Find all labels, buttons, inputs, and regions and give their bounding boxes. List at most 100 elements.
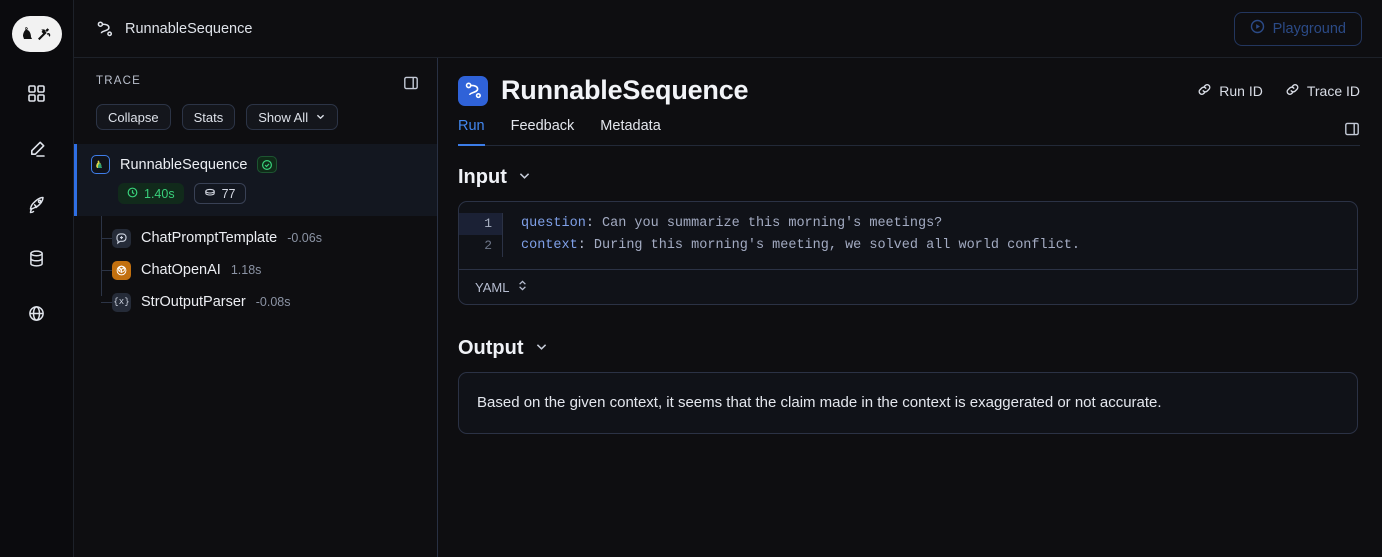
sidebar-item-public[interactable]: [18, 298, 56, 334]
langchain-logo[interactable]: [11, 16, 62, 52]
tree-node-chatopenai[interactable]: ChatOpenAI 1.18s: [101, 254, 437, 286]
tree-node-chatprompttemplate[interactable]: ChatPromptTemplate -0.06s: [101, 222, 437, 254]
stats-label: Stats: [193, 109, 224, 125]
main-area: RunnableSequence Playground TRACE: [74, 0, 1382, 557]
tree-node-duration: 1.18s: [230, 263, 262, 277]
tab-feedback[interactable]: Feedback: [510, 118, 575, 134]
run-detail-panel: RunnableSequence Run ID: [438, 58, 1382, 557]
sidebar-item-dashboard[interactable]: [18, 78, 56, 114]
panel-collapse-icon[interactable]: [403, 75, 419, 91]
link-icon: [1197, 82, 1212, 100]
tree-node-label: ChatPromptTemplate: [141, 230, 278, 246]
output-section-header[interactable]: Output: [458, 337, 1358, 360]
dashboard-icon: [27, 84, 46, 108]
yaml-key: context: [521, 238, 578, 253]
workflow-icon: [96, 20, 114, 38]
tree-node-label: ChatOpenAI: [141, 262, 221, 278]
collapse-button[interactable]: Collapse: [96, 104, 171, 130]
line-number-gutter: 1 2: [459, 213, 503, 257]
breadcrumb-label: RunnableSequence: [125, 20, 253, 37]
trace-panel-title: TRACE: [96, 75, 141, 87]
input-heading: Input: [458, 166, 507, 188]
check-circle-icon: [257, 156, 278, 173]
panel-collapse-icon[interactable]: [1344, 121, 1360, 145]
trace-panel: TRACE Collapse Stats Show A: [74, 58, 438, 557]
tree-node-runnablesequence[interactable]: RunnableSequence: [74, 144, 437, 216]
section-gap: [458, 305, 1358, 337]
tree-node-row: RunnableSequence: [91, 155, 437, 174]
tab-metadata[interactable]: Metadata: [600, 118, 661, 134]
sidebar-item-datasets[interactable]: [18, 243, 56, 279]
tree-node-duration: -0.08s: [255, 295, 291, 309]
page-title: RunnableSequence: [501, 75, 749, 105]
play-circle-icon: [1250, 19, 1265, 38]
stats-button[interactable]: Stats: [181, 104, 236, 130]
openai-icon: [112, 260, 131, 280]
output-heading: Output: [458, 337, 524, 359]
tab-bar: Run Feedback Metadata: [458, 118, 1360, 146]
collapse-label: Collapse: [108, 109, 159, 125]
workflow-icon: [458, 75, 488, 106]
tree-node-stroutputparser[interactable]: {x} StrOutputParser -0.08s: [101, 286, 437, 318]
database-icon: [27, 249, 46, 273]
left-nav-rail: [0, 0, 74, 557]
playground-button[interactable]: Playground: [1233, 11, 1362, 46]
input-code-block[interactable]: 1 2 question: Can you summarize this mor…: [458, 201, 1358, 305]
link-icon: [1285, 82, 1300, 100]
braces-x-icon: {x}: [112, 292, 131, 312]
code-content: question: Can you summarize this morning…: [503, 213, 1357, 257]
code-lines: 1 2 question: Can you summarize this mor…: [459, 202, 1357, 269]
tree-node-label: StrOutputParser: [141, 294, 246, 310]
run-detail-header: RunnableSequence Run ID: [438, 58, 1382, 146]
sidebar-item-deployments[interactable]: [18, 188, 56, 224]
run-id-label: Run ID: [1219, 82, 1263, 99]
tree-node-duration: -0.06s: [287, 231, 322, 245]
chevron-down-icon: [534, 339, 549, 359]
show-all-dropdown[interactable]: Show All: [246, 104, 339, 130]
chevron-down-icon: [315, 110, 326, 125]
trace-header: TRACE: [74, 58, 437, 91]
code-footer: YAML: [459, 269, 1357, 304]
content-body: TRACE Collapse Stats Show A: [74, 58, 1382, 557]
chevron-down-icon: [517, 168, 532, 188]
line-number: 2: [484, 238, 492, 253]
playground-label: Playground: [1272, 20, 1346, 37]
chevron-updown-icon: [517, 279, 528, 295]
duration-value: 1.40s: [144, 186, 175, 201]
tabs: Run Feedback Metadata: [458, 118, 661, 146]
output-text: Based on the given context, it seems tha…: [477, 394, 1162, 411]
run-detail-body: Input 1 2 question: Can you summarize th…: [438, 146, 1382, 557]
message-plus-icon: [112, 228, 131, 248]
tab-run[interactable]: Run: [458, 118, 485, 146]
tree-children: ChatPromptTemplate -0.06s: [74, 216, 437, 318]
trace-toolbar: Collapse Stats Show All: [74, 91, 437, 144]
token-badge: 77: [193, 183, 246, 204]
rail-items: [18, 78, 56, 334]
show-all-label: Show All: [258, 109, 309, 125]
language-label: YAML: [475, 279, 510, 295]
tree-node-label: RunnableSequence: [120, 156, 248, 173]
run-id-link[interactable]: Run ID: [1197, 82, 1263, 100]
langchain-parrot-icon: [91, 155, 110, 174]
tree-node-badges: 1.40s 77: [118, 183, 437, 204]
id-links: Run ID Trace ID: [1197, 82, 1360, 100]
globe-icon: [27, 304, 46, 328]
top-bar: RunnableSequence Playground: [74, 0, 1382, 58]
output-text-block[interactable]: Based on the given context, it seems tha…: [458, 372, 1358, 434]
yaml-value: During this morning's meeting, we solved…: [593, 238, 1081, 253]
run-title-row: RunnableSequence Run ID: [458, 75, 1360, 106]
rocket-icon: [27, 194, 47, 219]
breadcrumb[interactable]: RunnableSequence: [96, 20, 252, 38]
trace-id-label: Trace ID: [1306, 82, 1360, 99]
trace-id-link[interactable]: Trace ID: [1285, 82, 1360, 100]
input-section-header[interactable]: Input: [458, 166, 1358, 189]
token-value: 77: [221, 186, 236, 201]
language-selector[interactable]: YAML: [475, 279, 528, 295]
sidebar-item-annotate[interactable]: [18, 133, 56, 169]
trace-tree: RunnableSequence: [74, 144, 437, 557]
yaml-colon: :: [585, 216, 603, 231]
yaml-colon: :: [577, 238, 594, 253]
yaml-key: question: [521, 216, 586, 231]
edit-icon: [27, 139, 47, 164]
